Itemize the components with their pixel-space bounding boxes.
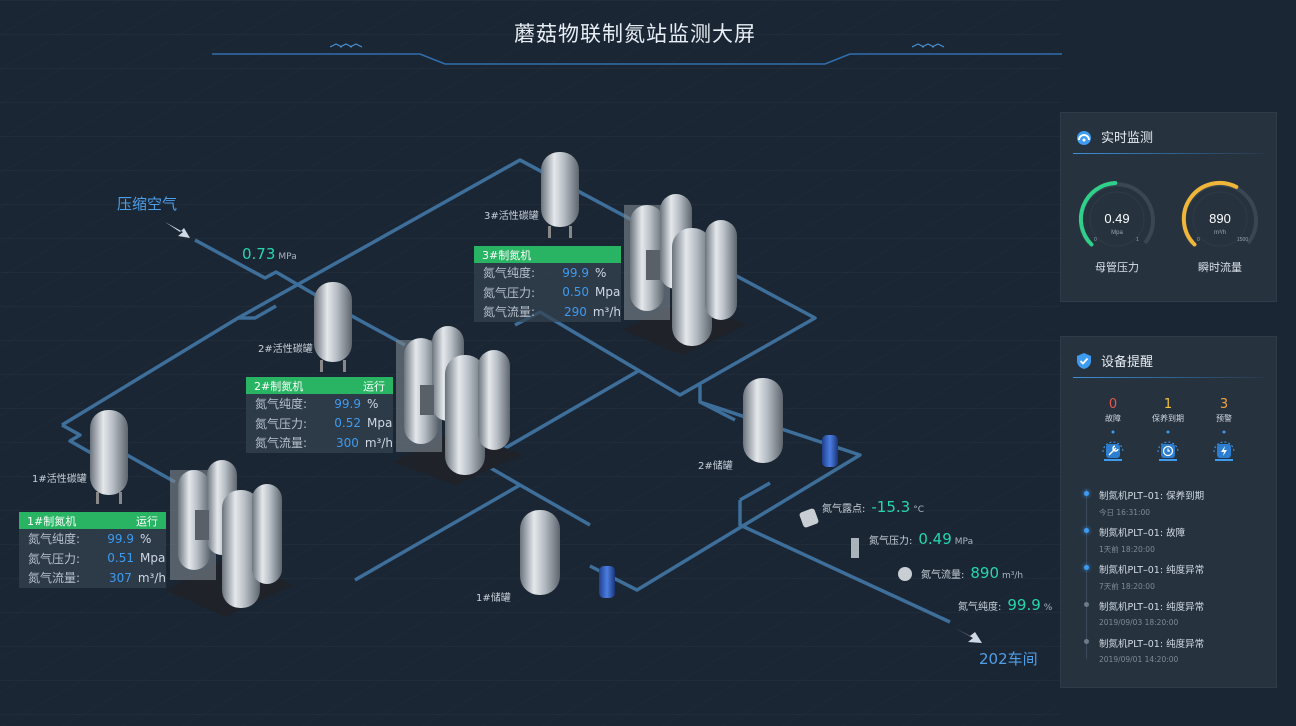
flow-gauge: 890 m³/h 0 1500 (1181, 180, 1258, 247)
event-dot (1084, 565, 1089, 570)
carbon-tank-1-label: 1#活性碳罐 (32, 474, 87, 485)
generator-name: 1#制氮机 (27, 514, 77, 528)
purity-row: 氮气纯度:99.9% (483, 265, 607, 281)
fault-count: 0 (1108, 397, 1118, 412)
page-title: 蘑菇物联制氮站监测大屏 (514, 22, 756, 46)
event-timeline-line (1086, 489, 1087, 659)
gauge-unit: m³/h (1214, 230, 1226, 236)
fault-label: 故障 (1105, 414, 1121, 423)
event-dot (1084, 491, 1089, 496)
storage-tank-1 (520, 510, 560, 595)
clock-icon (1157, 430, 1179, 461)
gauge-max: 1 (1136, 237, 1139, 243)
event-dot (1084, 639, 1089, 644)
carbon-tank-3 (541, 152, 579, 238)
event-dot (1084, 602, 1089, 607)
nitrogen-generator-3 (622, 194, 747, 355)
warning-counter[interactable]: 3 预警 (1194, 397, 1254, 472)
gauge-label-flow: 瞬时流量 (1198, 261, 1242, 274)
realtime-header: 实时监测 (1075, 127, 1153, 146)
gauge-max: 1500 (1237, 237, 1248, 243)
warning-label: 预警 (1216, 414, 1232, 423)
carbon-tank-2-label: 2#活性碳罐 (258, 344, 313, 355)
gauge-min: 0 (1197, 237, 1200, 243)
storage-tank-2-label: 2#储罐 (698, 461, 733, 472)
outlet-label: 202车间 (979, 650, 1038, 668)
purity-row: 氮气纯度:99.9% (28, 531, 152, 547)
purity-reading: 氮气纯度:99.9% (958, 596, 1053, 614)
gauge-value: 0.49 (1104, 211, 1129, 226)
nitrogen-generator-1 (165, 460, 293, 617)
event-dot (1084, 528, 1089, 533)
generator-status: 运行 (136, 514, 158, 528)
generator-name: 3#制氮机 (482, 248, 532, 262)
purity-row: 氮气纯度:99.9% (255, 396, 379, 412)
dew-point-reading: 氮气露点:-15.3°C (822, 498, 924, 516)
realtime-panel: 实时监测 0.49 Mpa 0 1 母管压力 890 m³/h 0 1500 瞬… (1060, 112, 1277, 302)
wrench-icon (1102, 430, 1124, 461)
fault-counter[interactable]: 0 故障 (1083, 397, 1143, 472)
shield-icon (1077, 352, 1091, 369)
event-item[interactable]: 制氮机PLT–01: 保养到期今日 16:31:00 (1084, 488, 1204, 518)
carbon-tank-1 (90, 410, 128, 504)
alerts-header: 设备提醒 (1075, 351, 1153, 370)
gauge-label-pressure: 母管压力 (1095, 261, 1139, 274)
carbon-tank-2 (314, 282, 352, 372)
lightning-icon (1213, 430, 1235, 461)
maintenance-label: 保养到期 (1152, 414, 1184, 423)
gauge-min: 0 (1094, 237, 1097, 243)
storage-tank-1-label: 1#储罐 (476, 593, 511, 604)
generator-name: 2#制氮机 (254, 379, 304, 393)
maintenance-count: 1 (1163, 397, 1173, 412)
generator-status: 运行 (363, 379, 385, 393)
compressed-air-label: 压缩空气 (117, 195, 178, 213)
warning-count: 3 (1219, 397, 1229, 412)
gauge-unit: Mpa (1111, 230, 1123, 236)
gauge-value: 890 (1209, 211, 1231, 226)
storage-tank-2 (743, 378, 783, 463)
carbon-tank-3-label: 3#活性碳罐 (484, 211, 539, 222)
maintenance-counter[interactable]: 1 保养到期 (1138, 397, 1198, 472)
alerts-panel: 设备提醒 0 故障 1 保养到期 3 预警 制氮机PLT–01: 保养到期今日 … (1060, 336, 1277, 688)
gauge-icon (1077, 130, 1091, 145)
nitrogen-generator-2 (393, 326, 522, 485)
pressure-gauge: 0.49 Mpa 0 1 (1078, 181, 1155, 247)
